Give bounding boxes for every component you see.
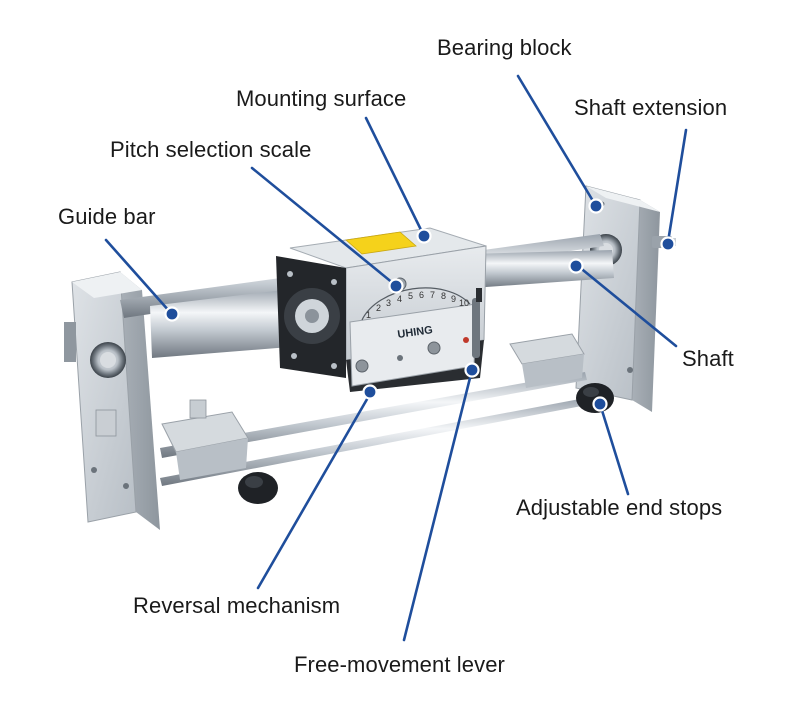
label-pitch-selection-scale: Pitch selection scale (110, 137, 312, 162)
drive-unit: 1 2 3 4 5 6 7 8 9 10 UHING (276, 227, 487, 392)
label-mounting-surface: Mounting surface (236, 86, 407, 111)
marker-shaft-icon (568, 258, 584, 274)
marker-mounting-surface-icon (416, 228, 432, 244)
lower-guide-rod (160, 372, 587, 458)
svg-text:7: 7 (430, 290, 435, 300)
leader-guide-bar (104, 238, 172, 314)
marker-pitch-scale-icon (388, 278, 404, 294)
leader-end-stops (598, 402, 630, 496)
svg-text:6: 6 (419, 290, 424, 300)
left-screw-icon (91, 467, 97, 473)
marker-end-stops-icon (592, 396, 608, 412)
label-reversal-mechanism: Reversal mechanism (133, 593, 341, 618)
marker-guide-bar-icon (164, 306, 180, 322)
left-end-plate-side (120, 272, 160, 530)
pitch-scale-dial (361, 287, 471, 321)
right-end-plate-top (586, 186, 660, 212)
leader-shaft (576, 264, 678, 348)
leader-shaft-extension (666, 128, 688, 244)
marker-reversal-mechanism-icon (362, 384, 378, 400)
leader-mounting-surface (364, 116, 426, 238)
brand-mark: UHING (397, 324, 434, 341)
svg-text:1: 1 (366, 310, 371, 320)
marker-free-movement-icon (464, 362, 480, 378)
svg-text:5: 5 (408, 291, 413, 301)
right-end-plate-side (632, 200, 660, 412)
marker-bearing-block-icon (588, 198, 604, 214)
svg-text:9: 9 (451, 294, 456, 304)
label-shaft: Shaft (682, 346, 734, 371)
svg-text:10: 10 (459, 298, 469, 308)
right-end-stop (509, 333, 614, 413)
leader-bearing-block (516, 74, 598, 208)
label-adjustable-end-stops: Adjustable end stops (516, 495, 723, 520)
lower-guide-rod-2 (160, 398, 587, 486)
left-end-plate (64, 271, 160, 530)
free-movement-lever-part (472, 298, 480, 358)
left-end-stop (161, 399, 278, 504)
main-shaft-left (150, 288, 302, 358)
svg-text:8: 8 (441, 291, 446, 301)
svg-text:2: 2 (376, 303, 381, 313)
warning-label (345, 231, 417, 255)
leader-reversal-mechanism (256, 392, 372, 590)
left-end-plate-top (72, 272, 142, 298)
leader-pitch-scale (250, 166, 396, 286)
markers (164, 198, 676, 412)
marker-shaft-extension-icon (660, 236, 676, 252)
label-free-movement-lever: Free-movement lever (294, 652, 505, 677)
label-guide-bar: Guide bar (58, 204, 156, 229)
leader-lines (104, 74, 688, 642)
label-bearing-block: Bearing block (437, 35, 572, 60)
leader-free-movement (402, 368, 474, 642)
svg-text:3: 3 (386, 298, 391, 308)
label-shaft-extension: Shaft extension (574, 95, 728, 120)
svg-text:4: 4 (397, 294, 402, 304)
left-tab (64, 322, 76, 362)
